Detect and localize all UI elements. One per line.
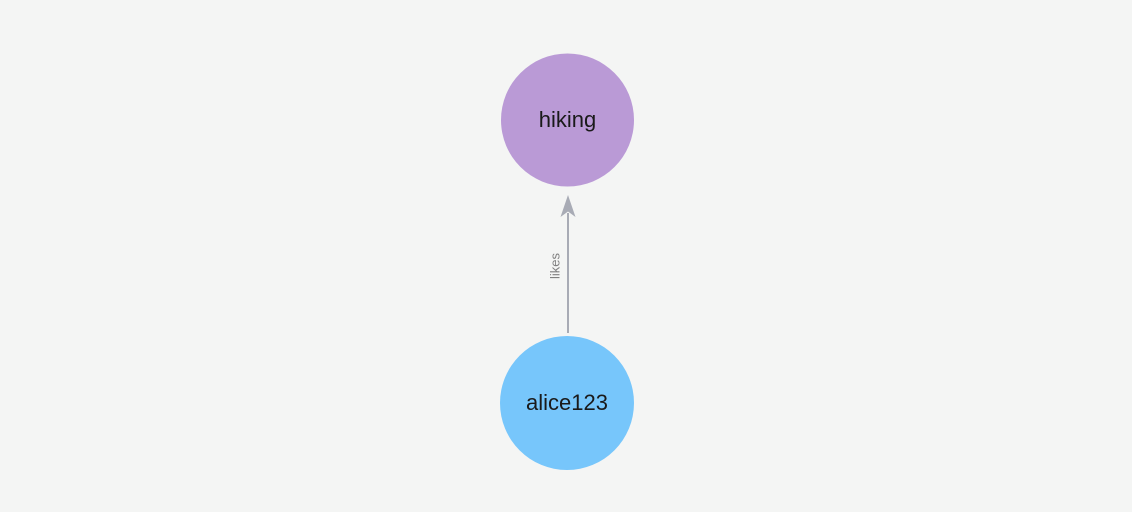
node-circle[interactable] — [500, 336, 634, 470]
edge-arrowhead-icon — [560, 195, 576, 217]
graph-node-alice123[interactable]: alice123 — [500, 336, 634, 470]
node-circle[interactable] — [501, 53, 634, 187]
edge-alice123-likes-hiking[interactable]: likes — [547, 195, 576, 333]
graph-node-hiking[interactable]: hiking — [501, 53, 634, 187]
edge-label: likes — [547, 253, 562, 280]
